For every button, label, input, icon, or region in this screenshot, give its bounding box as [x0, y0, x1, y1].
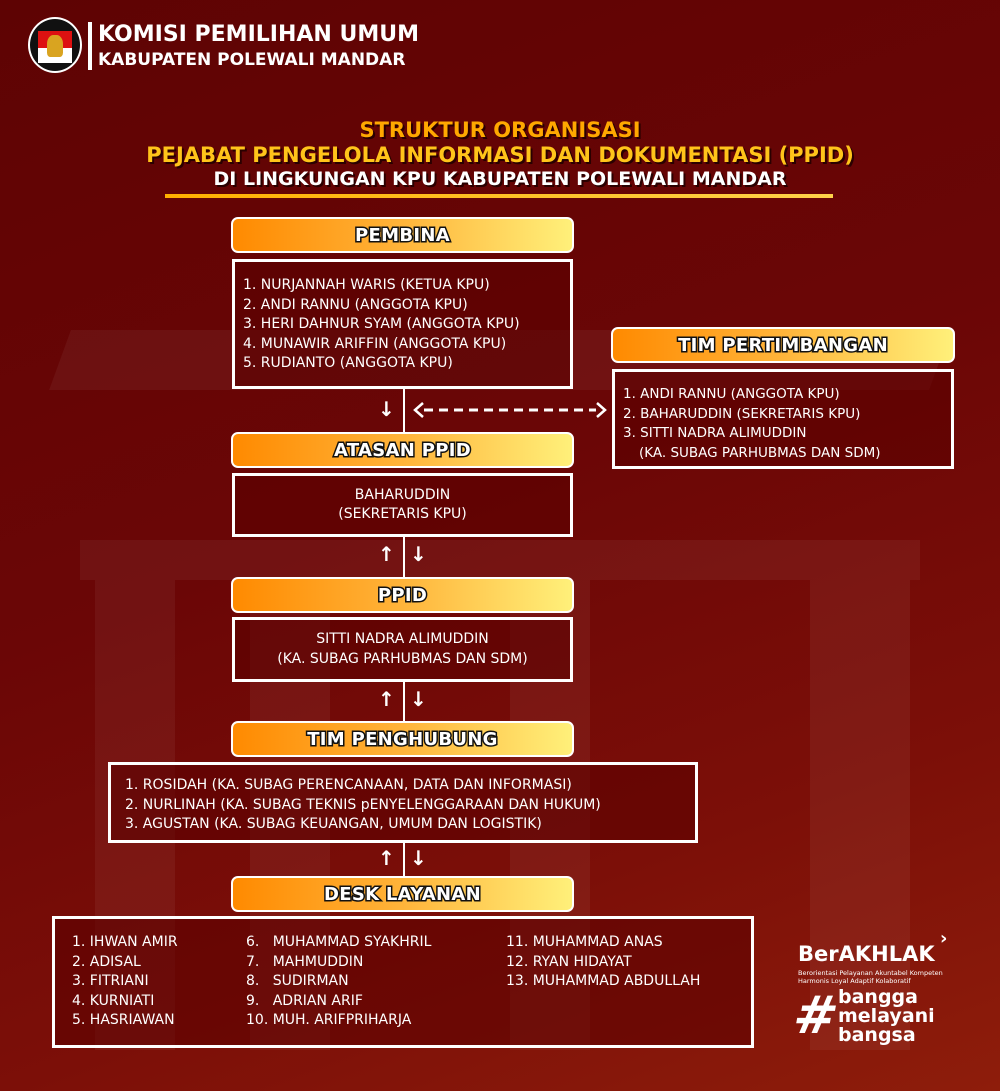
pembina-label: PEMBINA [231, 217, 574, 253]
list-item: (KA. SUBAG PARHUBMAS DAN SDM) [639, 444, 881, 461]
list-item: 1. NURJANNAH WARIS (KETUA KPU) [243, 277, 490, 293]
dashed-double-arrow-icon [413, 402, 607, 418]
list-item: 13. MUHAMMAD ABDULLAH [506, 973, 701, 989]
berakhlak-tagline: Berorientasi Pelayanan Akuntabel Kompete… [798, 969, 943, 985]
connector [403, 842, 405, 876]
connector [403, 388, 405, 432]
list-item: 4. KURNIATI [72, 992, 155, 1009]
berakhlak-logo: BerAKHLAK [798, 942, 935, 966]
list-item: 2. ANDI RANNU (ANGGOTA KPU) [243, 296, 468, 313]
list-item: 12. RYAN HIDAYAT [506, 953, 632, 970]
hashtag-word: bangsa [838, 1024, 916, 1046]
ppid-label-text: PPID [376, 583, 428, 607]
org-name: KOMISI PEMILIHAN UMUM [98, 22, 419, 47]
arrow-up-icon: ↑ [378, 846, 395, 870]
tim-pertimbangan-box: 1. ANDI RANNU (ANGGOTA KPU) 2. BAHARUDDI… [612, 369, 954, 469]
header-divider [88, 22, 92, 70]
list-item: 2. BAHARUDDIN (SEKRETARIS KPU) [623, 405, 861, 422]
position-line: (KA. SUBAG PARHUBMAS DAN SDM) [277, 650, 528, 667]
name-line: BAHARUDDIN [354, 486, 451, 503]
list-item: 2. ADISAL [72, 953, 141, 970]
atasan-ppid-label-text: ATASAN PPID [333, 438, 473, 462]
bg-pillar [810, 580, 910, 1050]
hashtag-text: bangga melayani bangsa [838, 988, 935, 1045]
ppid-label: PPID [231, 577, 574, 613]
tim-penghubung-label: TIM PENGHUBUNG [231, 721, 574, 757]
list-item: 2. NURLINAH (KA. SUBAG TEKNIS pENYELENGG… [125, 796, 601, 813]
desk-layanan-label-text: DESK LAYANAN [323, 882, 483, 906]
list-item: 5. HASRIAWAN [72, 1012, 175, 1028]
list-item: 3. HERI DAHNUR SYAM (ANGGOTA KPU) [243, 316, 520, 332]
chevron-right-icon: › [940, 928, 948, 949]
title-line2: PEJABAT PENGELOLA INFORMASI DAN DOKUMENT… [146, 143, 854, 167]
tagline-line: Harmonis Loyal Adaptif Kolaboratif [798, 977, 911, 985]
title-underline [165, 194, 833, 198]
arrow-down-icon: ↓ [410, 542, 427, 566]
bg-beam [80, 540, 920, 580]
list-item: 8. SUDIRMAN [246, 973, 349, 989]
desk-column-2: 6. MUHAMMAD SYAKHRIL 7. MAHMUDDIN 8. SUD… [246, 933, 431, 1031]
atasan-ppid-label: ATASAN PPID [231, 432, 574, 468]
hashtag-word: melayani [838, 1005, 935, 1027]
list-item: 3. FITRIANI [72, 973, 149, 989]
name-line: SITTI NADRA ALIMUDDIN [316, 631, 489, 647]
desk-layanan-box: 1. IHWAN AMIR 2. ADISAL 3. FITRIANI 4. K… [52, 916, 754, 1048]
list-item: 5. RUDIANTO (ANGGOTA KPU) [243, 355, 453, 371]
arrow-up-icon: ↑ [378, 542, 395, 566]
title-line1: STRUKTUR ORGANISASI [359, 118, 641, 142]
list-item: 3. SITTI NADRA ALIMUDDIN [623, 425, 807, 441]
arrow-down-icon: ↓ [378, 397, 395, 421]
connector [403, 536, 405, 577]
region-name: KABUPATEN POLEWALI MANDAR [98, 50, 406, 70]
tim-pertimbangan-label: TIM PERTIMBANGAN [611, 327, 955, 363]
ppid-box: SITTI NADRA ALIMUDDIN (KA. SUBAG PARHUBM… [232, 617, 573, 682]
arrow-up-icon: ↑ [378, 687, 395, 711]
list-item: 6. MUHAMMAD SYAKHRIL [246, 934, 432, 950]
title-line3: DI LINGKUNGAN KPU KABUPATEN POLEWALI MAN… [213, 168, 787, 190]
tim-penghubung-label-text: TIM PENGHUBUNG [306, 727, 499, 751]
atasan-ppid-box: BAHARUDDIN (SEKRETARIS KPU) [232, 473, 573, 537]
pembina-label-text: PEMBINA [354, 223, 452, 247]
tim-penghubung-box: 1. ROSIDAH (KA. SUBAG PERENCANAAN, DATA … [108, 762, 698, 843]
arrow-down-icon: ↓ [410, 846, 427, 870]
list-item: 7. MAHMUDDIN [246, 953, 364, 970]
list-item: 1. ROSIDAH (KA. SUBAG PERENCANAAN, DATA … [125, 777, 572, 793]
desk-column-1: 1. IHWAN AMIR 2. ADISAL 3. FITRIANI 4. K… [72, 933, 178, 1031]
connector [403, 681, 405, 721]
kpu-logo [28, 17, 82, 73]
tim-pertimbangan-label-text: TIM PERTIMBANGAN [677, 333, 890, 357]
list-item: 1. IHWAN AMIR [72, 934, 178, 950]
tagline-line: Berorientasi Pelayanan Akuntabel Kompete… [798, 969, 943, 977]
arrow-down-icon: ↓ [410, 687, 427, 711]
list-item: 3. AGUSTAN (KA. SUBAG KEUANGAN, UMUM DAN… [125, 816, 542, 832]
list-item: 4. MUNAWIR ARIFFIN (ANGGOTA KPU) [243, 335, 507, 352]
list-item: 11. MUHAMMAD ANAS [506, 934, 663, 950]
list-item: 1. ANDI RANNU (ANGGOTA KPU) [623, 386, 840, 402]
pembina-box: 1. NURJANNAH WARIS (KETUA KPU) 2. ANDI R… [232, 259, 573, 389]
list-item: 10. MUH. ARIFPRIHARJA [246, 1012, 412, 1028]
desk-column-3: 11. MUHAMMAD ANAS 12. RYAN HIDAYAT 13. M… [506, 933, 700, 992]
desk-layanan-label: DESK LAYANAN [231, 876, 574, 912]
list-item: 9. ADRIAN ARIF [246, 992, 363, 1009]
hashtag-word: bangga [838, 986, 918, 1008]
position-line: (SEKRETARIS KPU) [338, 506, 467, 522]
